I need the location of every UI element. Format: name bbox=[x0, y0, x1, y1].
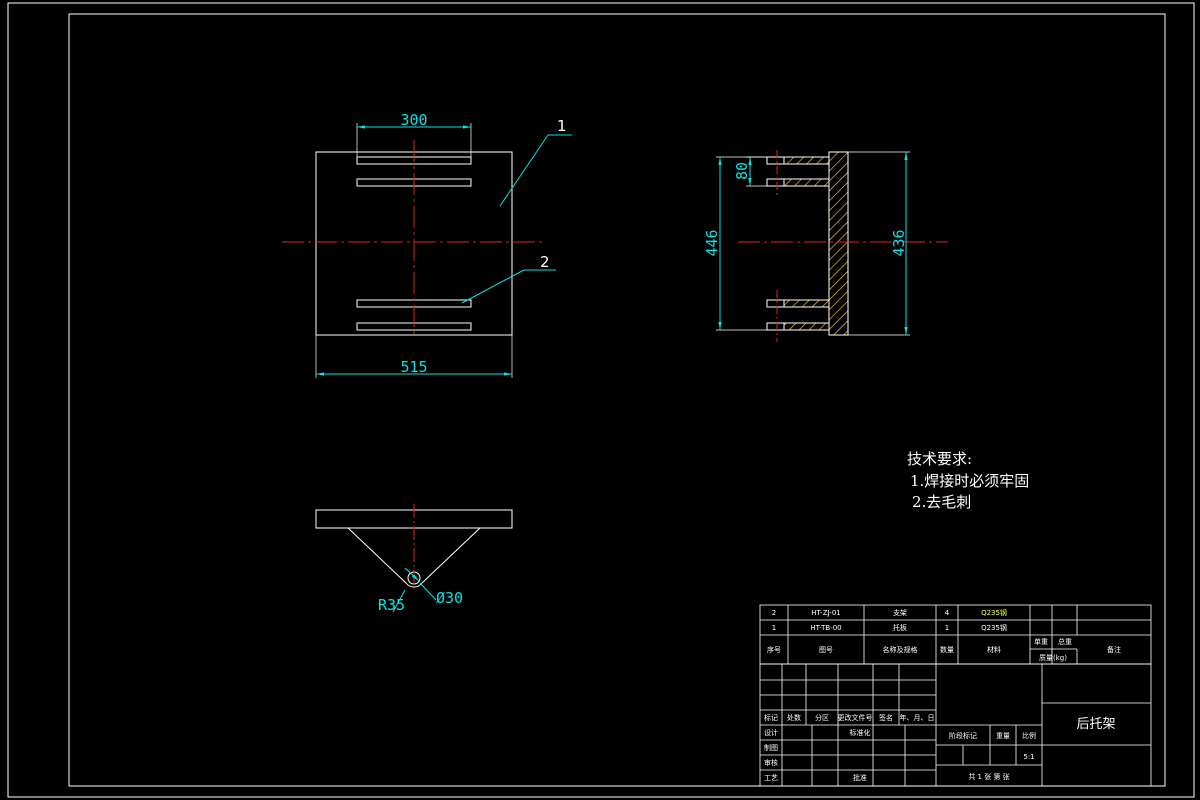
svg-text:4: 4 bbox=[945, 609, 950, 617]
leader-line bbox=[461, 269, 525, 304]
title-block-text: 标记 处数 分区 更改文件号 签名 年、月、日 设计 制图 审核 工艺 标准化 … bbox=[764, 713, 1116, 782]
part-label-1: 1 bbox=[557, 117, 567, 135]
drawing-name: 后托架 bbox=[1076, 717, 1115, 732]
leader-line bbox=[499, 134, 549, 207]
svg-text:HT-ZJ-01: HT-ZJ-01 bbox=[811, 609, 840, 617]
bracket-section bbox=[783, 322, 830, 331]
outer-frame bbox=[7, 2, 1195, 798]
tech-req-item: 2.去毛刺 bbox=[912, 493, 971, 511]
dimension-300: 300 bbox=[400, 111, 427, 129]
inner-frame bbox=[68, 13, 1166, 787]
side-view: 80 446 436 bbox=[703, 150, 948, 342]
bracket-end bbox=[766, 299, 785, 308]
svg-text:质量(kg): 质量(kg) bbox=[1039, 653, 1067, 662]
svg-text:1: 1 bbox=[772, 624, 776, 632]
svg-text:托板: 托板 bbox=[893, 623, 907, 632]
svg-text:标记: 标记 bbox=[764, 713, 778, 722]
svg-text:标准化: 标准化 bbox=[850, 728, 871, 737]
svg-text:处数: 处数 bbox=[787, 713, 801, 722]
leader-line bbox=[419, 582, 437, 601]
bom-text: 2 HT-ZJ-01 支架 4 Q235钢 1 HT-TB-00 托板 1 Q2… bbox=[767, 608, 1121, 662]
svg-text:阶段标记: 阶段标记 bbox=[949, 731, 977, 740]
bracket-section bbox=[783, 178, 830, 187]
svg-text:签名: 签名 bbox=[879, 713, 893, 722]
technical-requirements: 技术要求: 1.焊接时必须牢固 2.去毛刺 bbox=[907, 450, 1029, 511]
bracket-section bbox=[783, 156, 830, 165]
tech-req-title: 技术要求: bbox=[907, 450, 972, 468]
front-view: 300 515 1 2 bbox=[282, 111, 572, 378]
svg-text:更改文件号: 更改文件号 bbox=[838, 713, 873, 722]
svg-text:1: 1 bbox=[945, 624, 949, 632]
part-label-2: 2 bbox=[540, 253, 550, 271]
side-plate-section bbox=[828, 151, 849, 336]
leader-line bbox=[404, 567, 420, 582]
tech-req-item: 1.焊接时必须牢固 bbox=[910, 472, 1029, 490]
svg-text:重量: 重量 bbox=[996, 732, 1010, 740]
dimension-515: 515 bbox=[400, 358, 427, 376]
svg-text:共 1 张 第 张: 共 1 张 第 张 bbox=[968, 772, 1009, 781]
svg-text:名称及规格: 名称及规格 bbox=[883, 645, 918, 654]
svg-text:Q235钢: Q235钢 bbox=[981, 623, 1007, 632]
bracket-end bbox=[766, 178, 785, 187]
svg-text:支架: 支架 bbox=[893, 608, 907, 617]
leader-line bbox=[392, 589, 406, 613]
dimension-446: 446 bbox=[703, 229, 721, 256]
bracket-end bbox=[766, 156, 785, 165]
svg-text:分区: 分区 bbox=[815, 713, 829, 722]
svg-text:单重: 单重 bbox=[1034, 637, 1048, 646]
svg-text:总重: 总重 bbox=[1058, 637, 1072, 646]
bracket-end bbox=[766, 322, 785, 331]
dimension-r35: R35 bbox=[378, 596, 405, 614]
support-line bbox=[421, 527, 481, 584]
svg-text:2: 2 bbox=[772, 609, 776, 617]
dimension-d30: Ø30 bbox=[436, 589, 463, 607]
bottom-view: R35 Ø30 bbox=[315, 504, 513, 614]
dimension-80: 80 bbox=[733, 162, 751, 180]
svg-text:5:1: 5:1 bbox=[1023, 753, 1034, 761]
svg-text:数量: 数量 bbox=[940, 645, 954, 654]
svg-text:制图: 制图 bbox=[764, 743, 778, 752]
svg-text:批准: 批准 bbox=[853, 773, 867, 782]
dimension-436: 436 bbox=[890, 229, 908, 256]
bracket-section bbox=[783, 299, 830, 308]
svg-text:HT-TB-00: HT-TB-00 bbox=[810, 624, 841, 632]
svg-text:工艺: 工艺 bbox=[764, 774, 778, 782]
svg-text:年、月、日: 年、月、日 bbox=[900, 713, 935, 722]
svg-text:序号: 序号 bbox=[767, 645, 781, 654]
svg-text:设计: 设计 bbox=[764, 728, 778, 737]
svg-text:比例: 比例 bbox=[1022, 731, 1036, 740]
svg-text:图号: 图号 bbox=[819, 646, 833, 654]
title-block bbox=[759, 663, 1152, 787]
svg-text:材料: 材料 bbox=[987, 645, 1001, 654]
svg-text:Q235钢: Q235钢 bbox=[981, 608, 1007, 617]
svg-text:审核: 审核 bbox=[764, 758, 778, 767]
svg-text:备注: 备注 bbox=[1107, 645, 1121, 654]
support-line bbox=[347, 527, 407, 584]
